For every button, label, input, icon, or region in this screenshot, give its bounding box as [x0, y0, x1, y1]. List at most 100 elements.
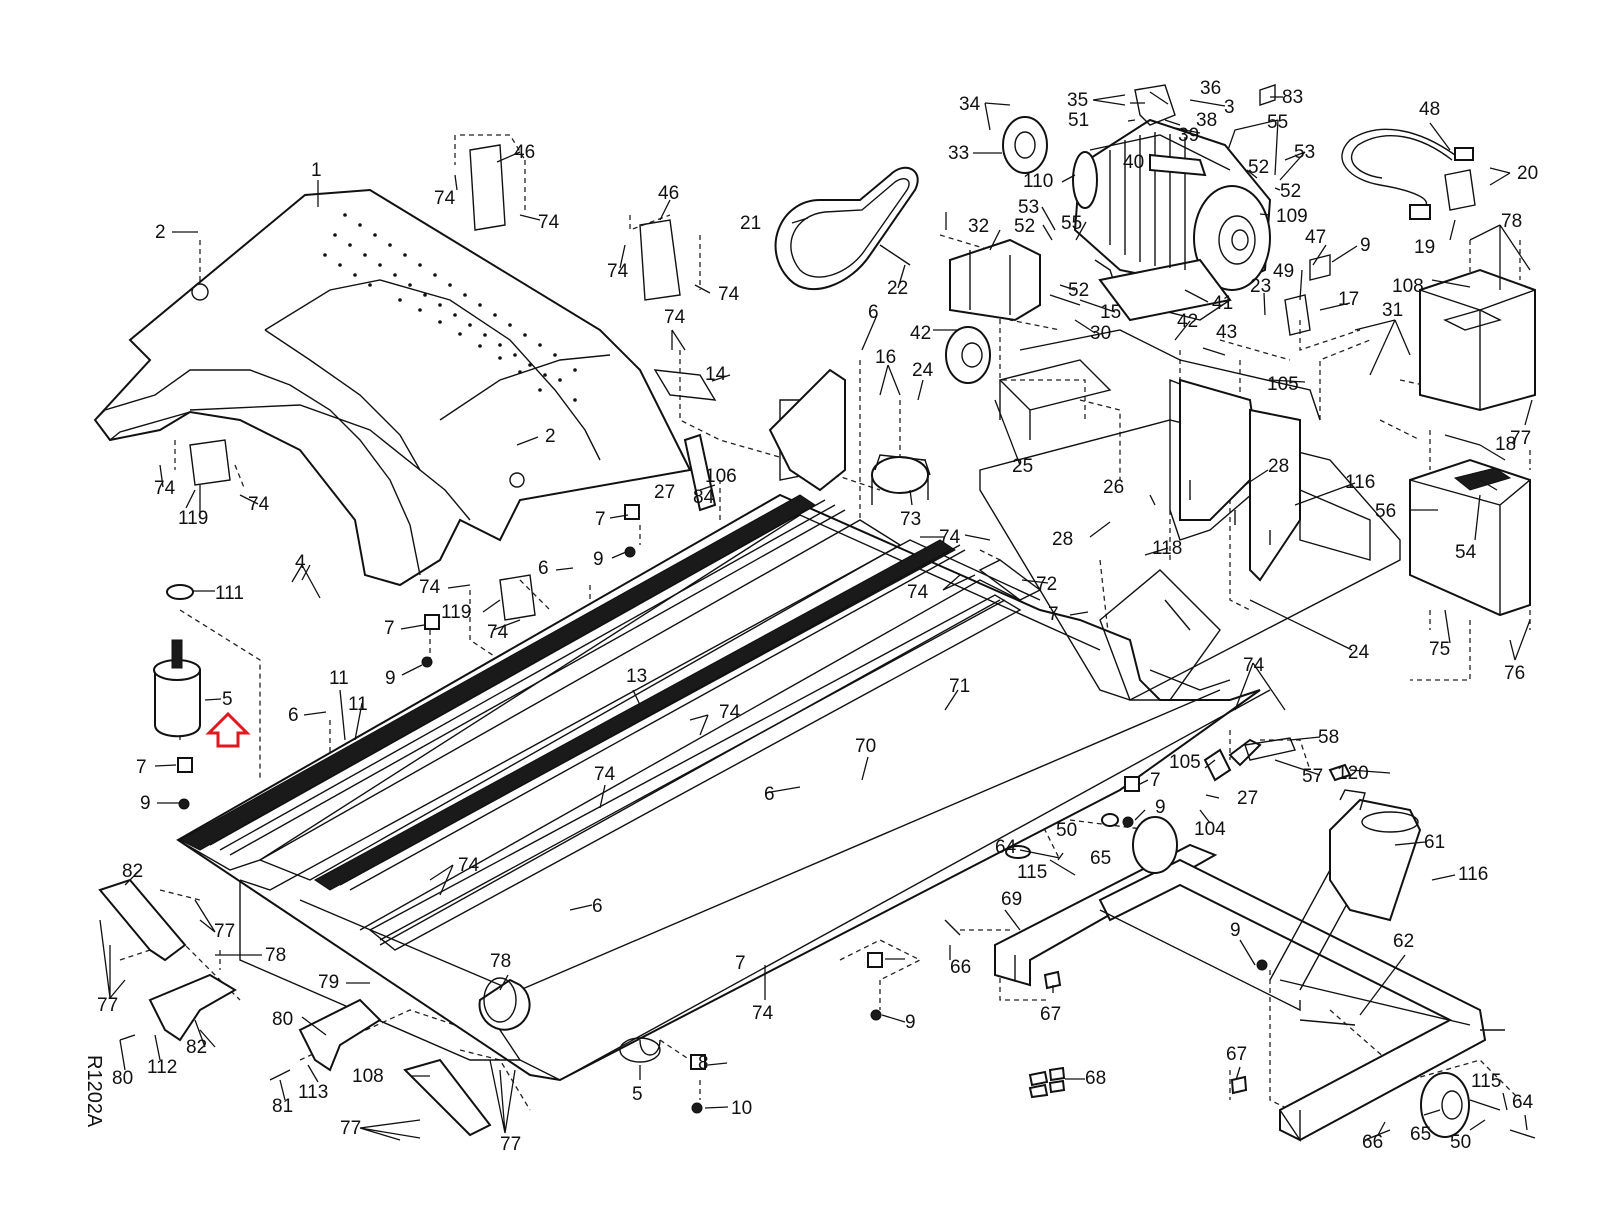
callout-71: 71 [949, 676, 970, 697]
callout-leaders [99, 91, 1533, 1141]
callout-2: 2 [155, 222, 166, 243]
incline-frame [994, 789, 1501, 1143]
callout-14: 14 [705, 364, 727, 385]
callout-28: 28 [1052, 529, 1073, 550]
callout-51: 51 [1068, 110, 1089, 131]
callout-38: 38 [1196, 110, 1217, 131]
callout-18: 18 [1495, 434, 1516, 455]
callout-41: 41 [1212, 293, 1233, 314]
callout-115: 115 [1471, 1071, 1501, 1092]
callout-11: 11 [348, 694, 368, 715]
callout-74: 74 [458, 855, 480, 876]
callout-64: 64 [1512, 1092, 1534, 1113]
callout-74: 74 [719, 702, 741, 723]
callout-40: 40 [1123, 152, 1144, 173]
callout-57: 57 [1302, 766, 1323, 787]
callout-9: 9 [905, 1012, 916, 1033]
rail-ribs [209, 499, 966, 891]
callout-81: 81 [272, 1096, 293, 1117]
callout-7: 7 [1150, 770, 1161, 791]
callout-36: 36 [1200, 78, 1221, 99]
callout-105: 105 [1169, 752, 1201, 773]
callout-68: 68 [1085, 1068, 1106, 1089]
callout-21: 21 [740, 213, 761, 234]
callout-42: 42 [910, 323, 931, 344]
callout-77: 77 [1510, 428, 1531, 449]
callout-72: 72 [1036, 574, 1057, 595]
callout-4: 4 [295, 552, 306, 573]
callout-17: 17 [1338, 289, 1359, 310]
callout-76: 76 [1504, 663, 1525, 684]
callout-77: 77 [500, 1134, 521, 1155]
callout-74: 74 [752, 1003, 774, 1024]
motor-hood [93, 188, 692, 587]
callout-105: 105 [1267, 374, 1299, 395]
callout-24: 24 [912, 360, 934, 381]
callout-58: 58 [1318, 727, 1339, 748]
callout-74: 74 [594, 764, 616, 785]
callout-79: 79 [318, 972, 339, 993]
callout-55: 55 [1061, 213, 1082, 234]
small-hardware [119, 84, 1536, 1141]
callout-74: 74 [664, 307, 686, 328]
callout-116: 116 [1458, 864, 1488, 885]
callout-82: 82 [186, 1037, 207, 1058]
callout-120: 120 [1337, 763, 1369, 784]
callout-52: 52 [1068, 280, 1089, 301]
callout-52: 52 [1280, 181, 1301, 202]
callout-112: 112 [147, 1057, 177, 1078]
callout-27: 27 [1237, 788, 1258, 809]
callout-74: 74 [434, 188, 456, 209]
callout-52: 52 [1248, 157, 1269, 178]
callout-42: 42 [1177, 311, 1198, 332]
callout-74: 74 [1243, 655, 1265, 676]
controller-boards [1409, 268, 1536, 617]
callout-84: 84 [693, 487, 715, 508]
highlight-arrow-icon [205, 711, 251, 748]
callout-15: 15 [1100, 302, 1121, 323]
callout-109: 109 [1276, 206, 1308, 227]
callout-1: 1 [311, 160, 322, 181]
callout-78: 78 [490, 951, 511, 972]
callout-9: 9 [1230, 920, 1241, 941]
callout-11: 11 [329, 668, 349, 689]
callout-27: 27 [654, 482, 675, 503]
callout-46: 46 [514, 142, 535, 163]
callout-77: 77 [214, 921, 235, 942]
callout-9: 9 [1360, 235, 1371, 256]
callout-67: 67 [1226, 1044, 1247, 1065]
callout-115: 115 [1017, 862, 1047, 883]
callout-74: 74 [607, 261, 629, 282]
callout-80: 80 [112, 1068, 133, 1089]
callout-3: 3 [1224, 97, 1235, 118]
callout-65: 65 [1090, 848, 1111, 869]
callout-62: 62 [1393, 931, 1414, 952]
callout-53: 53 [1018, 197, 1039, 218]
callout-24: 24 [1348, 642, 1370, 663]
drive-belt [774, 166, 919, 290]
callout-108: 108 [1392, 276, 1424, 297]
end-caps [98, 878, 492, 1137]
callout-80: 80 [272, 1009, 293, 1030]
callout-33: 33 [948, 143, 969, 164]
callout-74: 74 [154, 478, 176, 499]
callout-30: 30 [1090, 323, 1111, 344]
callout-50: 50 [1056, 820, 1077, 841]
motor-bracket [945, 238, 1041, 384]
callout-6: 6 [538, 558, 549, 579]
callout-70: 70 [855, 736, 876, 757]
callout-116: 116 [1345, 472, 1375, 493]
callout-73: 73 [900, 509, 921, 530]
callout-8: 8 [698, 1053, 709, 1074]
callout-25: 25 [1012, 456, 1033, 477]
callout-34: 34 [959, 94, 981, 115]
callout-52: 52 [1014, 216, 1035, 237]
callout-48: 48 [1419, 99, 1440, 120]
power-cord [1341, 128, 1474, 220]
callout-9: 9 [1155, 797, 1166, 818]
callout-23: 23 [1250, 276, 1271, 297]
roller-5-left [153, 584, 201, 738]
walking-deck [176, 399, 1271, 1082]
motor-fins [1109, 132, 1186, 270]
